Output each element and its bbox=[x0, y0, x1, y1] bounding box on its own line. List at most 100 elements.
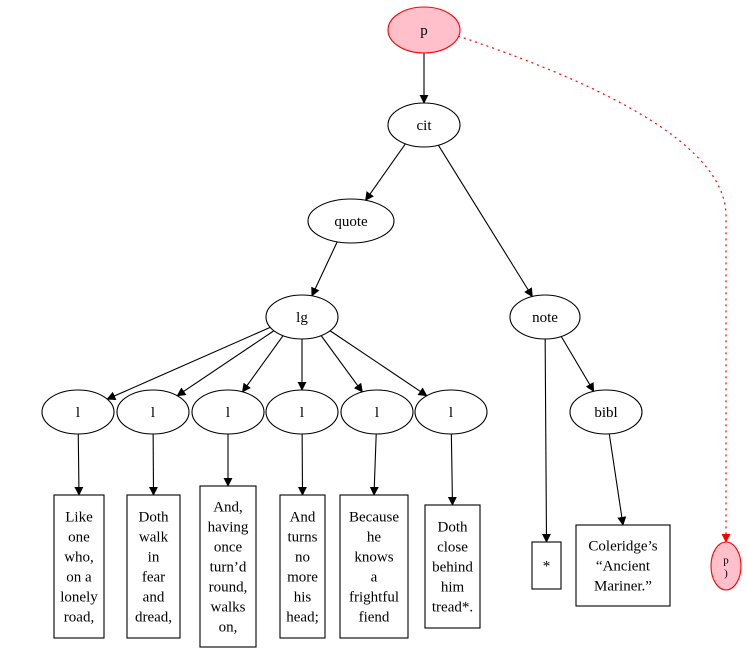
node-t1-line: Like bbox=[65, 510, 93, 526]
edge-lg-to-l1 bbox=[106, 326, 271, 400]
node-l6: l bbox=[414, 389, 488, 435]
node-t2-line: Doth bbox=[139, 510, 170, 526]
node-t4-line: And bbox=[290, 510, 316, 526]
node-l2-ellipse bbox=[116, 389, 190, 435]
node-bibltext-line: Mariner.” bbox=[594, 579, 652, 595]
node-l4: l bbox=[265, 389, 339, 435]
node-lg-ellipse bbox=[265, 294, 339, 340]
node-t3-line: turn’d bbox=[210, 560, 247, 576]
node-p_end-line: ) bbox=[724, 568, 728, 580]
node-t1-line: on a bbox=[66, 570, 92, 586]
node-note-ellipse bbox=[509, 294, 581, 340]
node-l6-label: l bbox=[449, 405, 453, 421]
edge-p_root-to-p_end bbox=[457, 35, 731, 543]
node-t4-line: head; bbox=[286, 610, 318, 626]
node-note: note bbox=[509, 294, 581, 340]
edge-note-to-star bbox=[541, 338, 551, 543]
edges-layer bbox=[74, 35, 731, 543]
node-lg-label: lg bbox=[296, 310, 308, 326]
node-l5: l bbox=[340, 389, 414, 435]
node-t2-line: in bbox=[148, 550, 160, 566]
node-l4-label: l bbox=[300, 405, 304, 421]
node-t6-line: him bbox=[441, 580, 465, 596]
node-l1-label: l bbox=[76, 405, 80, 421]
node-t2-line: and bbox=[143, 590, 165, 606]
node-t4-line: no bbox=[295, 550, 310, 566]
edge-lg-to-l6 bbox=[329, 330, 428, 397]
node-t6-box bbox=[424, 504, 481, 629]
node-cit: cit bbox=[387, 102, 461, 148]
edge-bibl-to-bibltext bbox=[608, 433, 627, 526]
node-t6-line: behind bbox=[432, 560, 473, 576]
node-t6-line: close bbox=[437, 540, 468, 556]
node-l6-ellipse bbox=[414, 389, 488, 435]
node-t6-line: Doth bbox=[438, 520, 469, 536]
node-t2-line: fear bbox=[142, 570, 165, 586]
node-bibl: bibl bbox=[569, 389, 643, 435]
node-t3-line: round, bbox=[209, 580, 248, 596]
node-l1: l bbox=[41, 389, 115, 435]
node-quote-label: quote bbox=[334, 214, 368, 230]
node-t6: Doth close behind him tread*. bbox=[424, 504, 481, 629]
node-t5-line: fiend bbox=[359, 610, 390, 626]
edge-l5-to-t5 bbox=[369, 433, 379, 496]
node-star-box bbox=[531, 541, 562, 590]
edge-l6-to-t6 bbox=[447, 433, 457, 506]
node-l1-ellipse bbox=[41, 389, 115, 435]
node-t3-line: once bbox=[214, 540, 243, 556]
node-t3-line: having bbox=[208, 520, 249, 536]
edge-quote-to-lg bbox=[311, 241, 338, 297]
node-t4-box bbox=[279, 494, 326, 639]
node-t1-line: who, bbox=[64, 550, 94, 566]
node-t4-line: his bbox=[294, 590, 312, 606]
node-p_end-line: p bbox=[723, 555, 729, 567]
node-star-line: * bbox=[543, 559, 551, 575]
node-l2-label: l bbox=[151, 405, 155, 421]
node-l2: l bbox=[116, 389, 190, 435]
node-quote-ellipse bbox=[307, 198, 395, 244]
node-l4-ellipse bbox=[265, 389, 339, 435]
node-t1-line: one bbox=[68, 530, 90, 546]
node-p_end-ellipse bbox=[710, 541, 742, 591]
node-t1-line: road, bbox=[64, 610, 94, 626]
node-l3-ellipse bbox=[191, 389, 265, 435]
node-t3-box bbox=[199, 485, 257, 648]
node-cit-label: cit bbox=[417, 118, 433, 134]
node-l3-label: l bbox=[226, 405, 230, 421]
node-cit-ellipse bbox=[387, 102, 461, 148]
node-t5-line: he bbox=[367, 530, 382, 546]
edge-lg-to-l2 bbox=[176, 330, 275, 397]
node-t3-line: walks bbox=[211, 600, 246, 616]
node-t5-line: frightful bbox=[349, 590, 399, 606]
node-l5-ellipse bbox=[340, 389, 414, 435]
node-l3: l bbox=[191, 389, 265, 435]
edge-cit-to-note bbox=[437, 144, 533, 298]
edge-note-to-bibl bbox=[560, 336, 595, 393]
node-bibltext-line: Coleridge’s bbox=[588, 539, 657, 555]
node-bibl-ellipse bbox=[569, 389, 643, 435]
node-t5-line: knows bbox=[354, 550, 393, 566]
node-bibltext-box bbox=[575, 524, 671, 607]
node-p_root-ellipse bbox=[387, 6, 461, 54]
edge-cit-to-quote bbox=[365, 143, 406, 202]
node-p_root: p bbox=[387, 6, 461, 54]
node-t3: And, having once turn’d round, walks on, bbox=[199, 485, 257, 648]
node-l5-label: l bbox=[375, 405, 379, 421]
edge-lg-to-l3 bbox=[241, 335, 284, 393]
node-t4-line: more bbox=[287, 570, 318, 586]
node-star: * bbox=[531, 541, 562, 590]
node-t6-line: tread*. bbox=[432, 600, 473, 616]
node-t3-line: on, bbox=[219, 620, 238, 636]
node-t3-line: And, bbox=[213, 500, 243, 516]
node-t2-line: dread, bbox=[135, 610, 172, 626]
node-t2-line: walk bbox=[139, 530, 169, 546]
node-p_root-label: p bbox=[420, 23, 428, 39]
node-t5-line: a bbox=[371, 570, 378, 586]
node-t2-box bbox=[126, 494, 181, 639]
